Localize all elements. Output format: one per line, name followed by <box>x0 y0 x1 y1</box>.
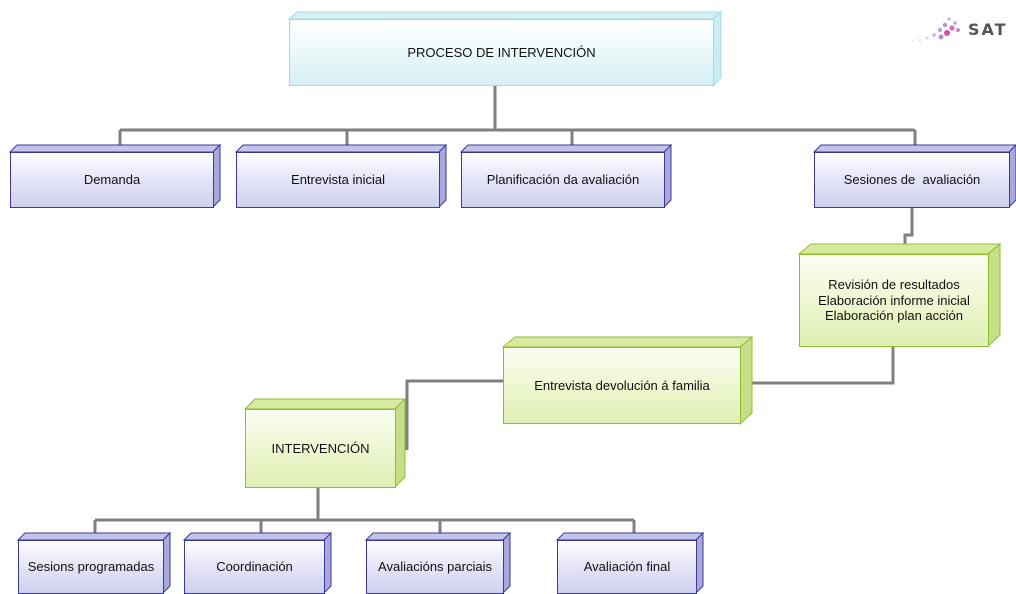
node-sesions-programadas-label: Sesions programadas <box>27 559 155 575</box>
node-entrevista-devolucion-label: Entrevista devolución á familia <box>534 377 710 393</box>
connectors <box>93 86 917 533</box>
node-entrevista-inicial-label: Entrevista inicial <box>291 172 385 188</box>
node-entrevista-inicial[interactable]: Entrevista inicial <box>236 152 440 208</box>
connector-devolucion-to-intervencion <box>405 379 503 450</box>
node-planificacion[interactable]: Planificación da avaliación <box>461 152 665 208</box>
root-node-label: PROCESO DE INTERVENCIÓN <box>407 44 596 60</box>
review-line-3: Elaboración plan acción <box>824 308 964 324</box>
node-avaliacions-parciais[interactable]: Avaliacións parciais <box>366 540 504 594</box>
node-coordinacion[interactable]: Coordinación <box>184 540 325 594</box>
node-avaliacion-final-label: Avaliación final <box>583 559 671 575</box>
node-intervencion[interactable]: INTERVENCIÓN <box>245 409 396 488</box>
node-sesions-programadas[interactable]: Sesions programadas <box>18 540 164 594</box>
sat-logo: SAT <box>905 12 1015 52</box>
node-intervencion-label: INTERVENCIÓN <box>271 440 370 456</box>
node-demanda[interactable]: Demanda <box>10 152 214 208</box>
node-demanda-label: Demanda <box>83 172 141 188</box>
node-coordinacion-label: Coordinación <box>216 559 293 575</box>
node-avaliacion-final[interactable]: Avaliación final <box>557 540 697 594</box>
connector-sesiones-to-review <box>903 208 914 244</box>
node-revision[interactable]: Revisión de resultados Elaboración infor… <box>799 254 989 347</box>
node-entrevista-devolucion[interactable]: Entrevista devolución á familia <box>503 347 741 424</box>
node-planificacion-label: Planificación da avaliación <box>486 172 640 188</box>
node-avaliacions-parciais-label: Avaliacións parciais <box>378 559 492 575</box>
review-line-2: Elaboración informe inicial <box>818 292 970 308</box>
dots-logo-icon <box>912 17 960 42</box>
node-sesiones-avaliacion-label: Sesiones de avaliación <box>843 172 981 188</box>
review-line-1: Revisión de resultados <box>828 277 960 293</box>
connector-review-to-devolucion <box>748 347 895 385</box>
root-side-face <box>712 10 722 88</box>
root-top-face <box>287 11 723 20</box>
root-node[interactable]: PROCESO DE INTERVENCIÓN <box>289 19 714 86</box>
logo-text: SAT <box>968 20 1008 39</box>
node-sesiones-avaliacion[interactable]: Sesiones de avaliación <box>814 152 1010 208</box>
